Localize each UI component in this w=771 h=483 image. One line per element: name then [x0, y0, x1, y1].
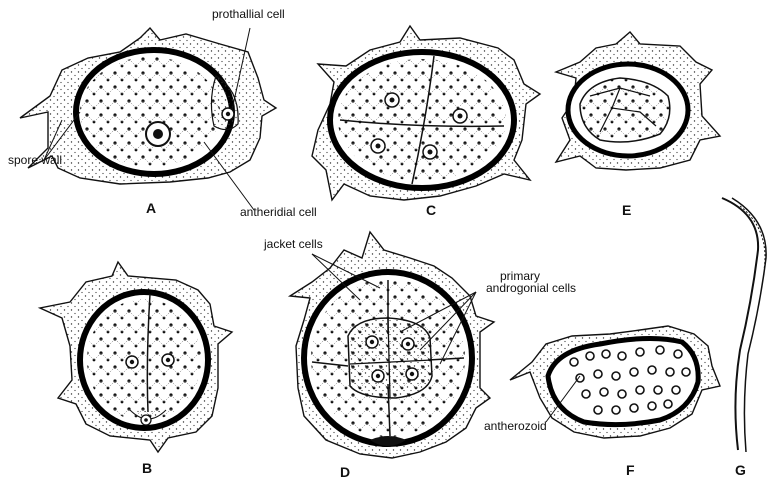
spore-a-antheridial-cytoplasm [80, 57, 220, 167]
antherozoid-body [722, 198, 758, 450]
label-spore-wall: spore wall [8, 154, 62, 167]
label-prothallial-cell: prothallial cell [212, 8, 285, 21]
panel-label-d: D [340, 464, 350, 480]
panel-label-b: B [142, 460, 152, 476]
panel-label-c: C [426, 202, 436, 218]
label-androgonial-cells: androgonial cells [486, 282, 576, 295]
panel-label-g: G [735, 462, 746, 478]
spore-d [290, 232, 494, 458]
label-jacket-cells: jacket cells [264, 238, 323, 251]
label-antherozoid: antherozoid [484, 420, 547, 433]
panel-label-f: F [626, 462, 635, 478]
panel-label-a: A [146, 200, 156, 216]
label-antheridial-cell: antheridial cell [240, 206, 317, 219]
spore-e [556, 32, 720, 170]
spore-c [312, 26, 540, 200]
panel-label-e: E [622, 202, 631, 218]
spore-b [40, 262, 232, 452]
antherozoid-g [722, 198, 766, 452]
